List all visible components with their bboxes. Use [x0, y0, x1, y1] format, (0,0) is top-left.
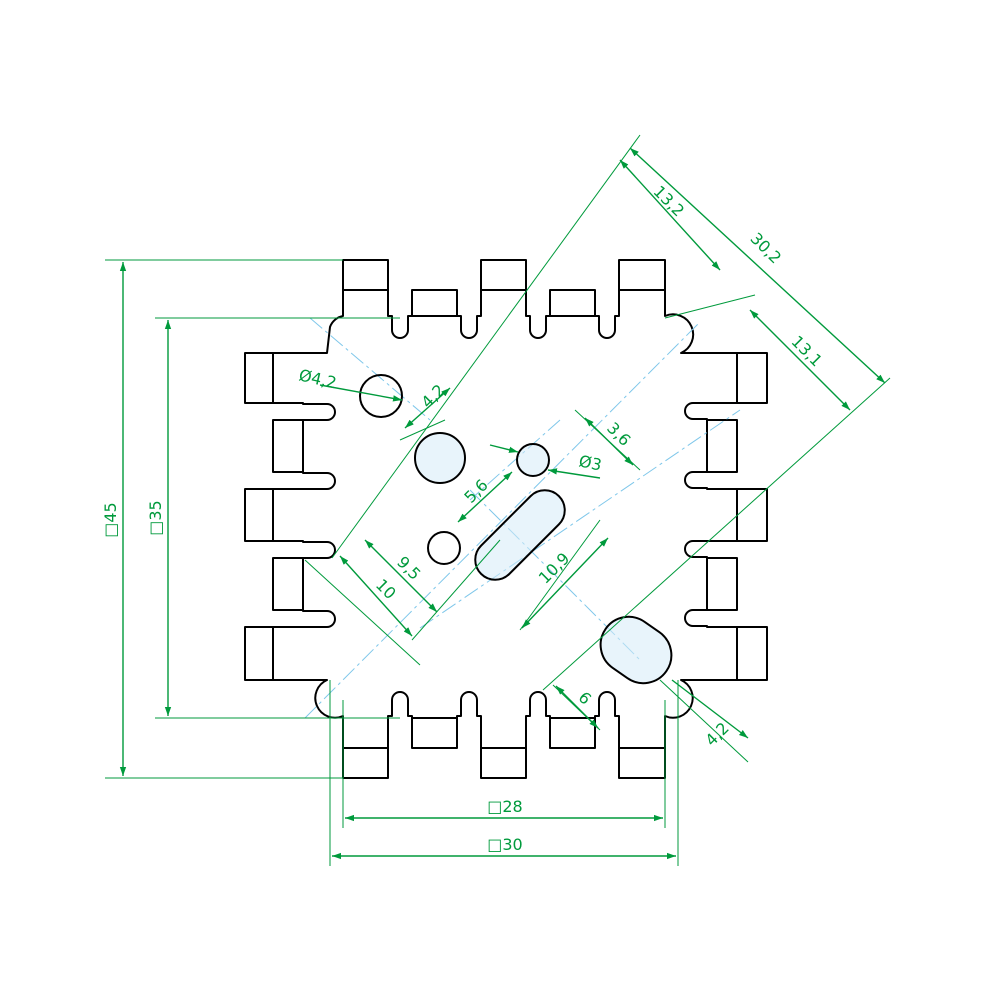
label-diag-lower: 13,1 [788, 332, 827, 371]
label-small-dia: Ø3 [577, 451, 603, 474]
dim-line-slot-width [671, 679, 749, 739]
dim-line-small-dia [489, 444, 519, 453]
label-95: 9,5 [393, 552, 424, 583]
dim-line-56 [457, 471, 513, 523]
label-slot-offset: 6 [575, 688, 596, 709]
dim-line-slot-length [521, 537, 609, 629]
dim-line-hole-width [404, 387, 451, 429]
label-inner-height: □35 [146, 500, 165, 535]
label-10: 10 [372, 575, 400, 603]
label-hole-width: 4,2 [417, 380, 448, 411]
label-outer-width: □30 [487, 835, 522, 854]
hole-small-upper [517, 444, 549, 476]
label-outer-height: □45 [101, 502, 120, 537]
label-56: 5,6 [460, 475, 491, 506]
label-hole-dia: Ø4,2 [297, 365, 338, 392]
hole-large-upper [359, 374, 403, 418]
hole-small-lower [427, 531, 461, 565]
dim-line-diag-total [629, 147, 886, 384]
slot-lower-right [600, 616, 672, 684]
label-slot-length: 10,9 [535, 549, 574, 588]
dim-line-small-dia-2 [547, 468, 601, 479]
dim-line-95 [364, 539, 438, 613]
heatsink-outline [244, 259, 768, 779]
hole-large-center [415, 433, 465, 483]
holes [359, 374, 673, 685]
slot-center [475, 490, 565, 580]
label-inner-width: □28 [487, 797, 522, 816]
dim-line-slot-offset [555, 685, 599, 729]
dim-line-hole-dia [319, 384, 403, 402]
dim-line-diag-upper [619, 159, 721, 271]
dim-line-small-offset [584, 417, 634, 466]
dim-line-diag-lower [749, 309, 851, 411]
label-small-offset: 3,6 [603, 418, 634, 449]
dimension-lines [119, 147, 886, 860]
dimension-labels: □45 □35 □28 □30 30,2 13,2 13,1 Ø4,2 4,2 … [101, 182, 826, 854]
dim-line-10 [339, 555, 413, 637]
